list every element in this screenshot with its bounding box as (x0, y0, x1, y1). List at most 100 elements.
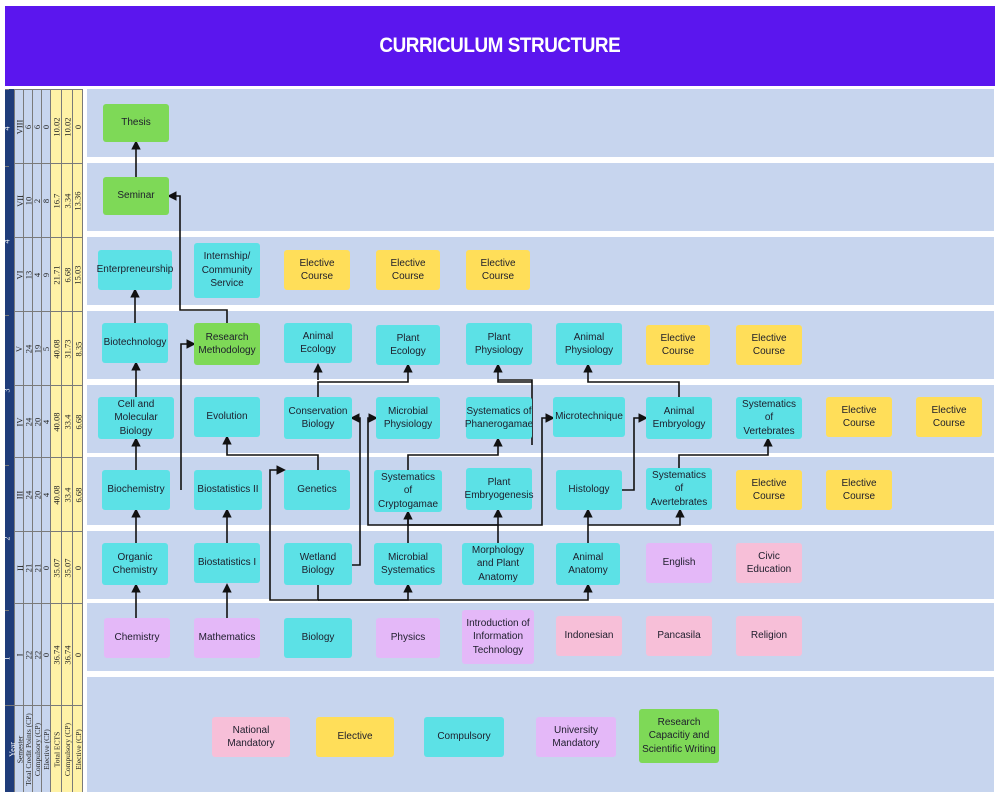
credit-header: Compulsory (CP) (62, 705, 73, 792)
credit-cell: 0 (73, 531, 83, 603)
course-biostatistics-1: Biostatistics I (194, 543, 260, 583)
course-elective-s5-1: Elective Course (646, 325, 710, 365)
course-organic-chemistry: Organic Chemistry (102, 543, 168, 585)
course-indonesian: Indonesian (556, 616, 622, 656)
course-elective-s3-1: Elective Course (736, 470, 802, 510)
legend-elective: Elective (316, 717, 394, 757)
credit-cell: 22 (33, 603, 43, 705)
course-systematics-avertebrates: Systematics of Avertebrates (646, 468, 712, 510)
prerequisite-arrow (180, 339, 196, 490)
credit-cell: 10 (24, 163, 34, 237)
page-title: CURRICULUM STRUCTURE (379, 34, 621, 57)
credit-cell: 24 (24, 457, 34, 531)
prerequisite-arrow (367, 413, 498, 526)
credit-cell: 8 (42, 163, 52, 237)
credit-cell: 40.08 (51, 385, 62, 457)
credit-cell: 6.68 (73, 385, 83, 457)
course-biostatistics-2: Biostatistics II (194, 470, 262, 510)
credit-cell: 20 (33, 385, 43, 457)
course-genetics: Genetics (284, 470, 350, 510)
course-animal-ecology: Animal Ecology (284, 323, 352, 363)
course-pancasila: Pancasila (646, 616, 712, 656)
credit-cell: 33.4 (62, 385, 73, 457)
credit-cell: 21 (24, 531, 34, 603)
year-cell: 1 (3, 610, 12, 705)
prerequisite-arrow (269, 465, 319, 601)
credit-cell: 0 (73, 89, 83, 163)
course-plant-ecology: Plant Ecology (376, 325, 440, 365)
credit-cell: I (15, 603, 25, 705)
semester-band (87, 89, 994, 157)
course-religion: Religion (736, 616, 802, 656)
credit-cell: 0 (42, 89, 52, 163)
prerequisite-arrow (588, 508, 685, 526)
prerequisite-arrow (583, 363, 680, 397)
course-elective-s6-2: Elective Course (376, 250, 440, 290)
prerequisite-arrow (493, 363, 533, 445)
credit-header: Total Credit Points (CP) (24, 705, 33, 792)
prerequisite-arrow (167, 191, 228, 323)
credit-cell: 16.7 (51, 163, 62, 237)
course-microtechnique: Microtechnique (553, 397, 625, 437)
credit-header: Elective (CP) (42, 705, 51, 792)
credit-cell: 3.34 (62, 163, 73, 237)
course-microbial-physiology: Microbial Physiology (376, 397, 440, 439)
course-intro-it: Introduction of Information Technology (462, 610, 534, 664)
credit-cell: 0 (42, 603, 52, 705)
legend-university-mandatory: University Mandatory (536, 717, 616, 757)
course-biochemistry: Biochemistry (102, 470, 170, 510)
course-civic-education: Civic Education (736, 543, 802, 583)
course-evolution: Evolution (194, 397, 260, 437)
credit-cell: 8.35 (73, 311, 83, 385)
course-elective-s4-2: Elective Course (916, 397, 982, 437)
course-plant-physiology: Plant Physiology (466, 323, 532, 365)
course-cell-molecular-biology: Cell and Molecular Biology (98, 397, 174, 439)
prerequisite-arrow (318, 583, 593, 601)
course-seminar: Seminar (103, 177, 169, 215)
course-english: English (646, 543, 712, 583)
credit-cell: II (14, 531, 24, 603)
course-research-methodology: Research Methodology (194, 323, 260, 365)
credit-cell: 22 (24, 603, 34, 705)
course-elective-s6-1: Elective Course (284, 250, 350, 290)
credit-cell: 13.36 (73, 163, 83, 237)
prerequisite-arrow (498, 413, 555, 526)
header-banner: CURRICULUM STRUCTURE (5, 6, 995, 86)
credit-cell: III (15, 457, 25, 531)
course-elective-s5-2: Elective Course (736, 325, 802, 365)
credit-cell: 36.74 (62, 603, 73, 705)
credit-cell: 24 (24, 311, 34, 385)
prerequisite-arrow (622, 413, 648, 491)
credit-cell: 6.68 (73, 457, 83, 531)
credit-cell: 35.07 (51, 531, 62, 603)
credit-cell: 40.08 (51, 311, 62, 385)
credit-cell: 4 (42, 457, 52, 531)
credit-cell: 36.74 (51, 603, 62, 705)
course-thesis: Thesis (103, 104, 169, 142)
credit-header: Compulsory (CP) (33, 705, 42, 792)
course-mathematics: Mathematics (194, 618, 260, 658)
year-cell: 4 (3, 89, 12, 166)
course-conservation-biology: Conservation Biology (284, 397, 352, 439)
year-cell: 2 (3, 465, 12, 610)
course-wetland-biology: Wetland Biology (284, 543, 352, 585)
prerequisite-arrow (222, 435, 319, 470)
legend-compulsory: Compulsory (424, 717, 504, 757)
course-systematics-vertebrates: Systematics of Vertebrates (736, 397, 802, 439)
credit-cell: 6 (24, 89, 34, 163)
credit-cell: 40.08 (51, 457, 62, 531)
legend-research: Research Capacitiy and Scientific Writin… (639, 709, 719, 763)
credit-cell: 4 (42, 385, 52, 457)
credit-cell: 33.4 (62, 457, 73, 531)
credit-cell: VI (14, 237, 24, 311)
semester-band (87, 163, 994, 231)
year-header: Year (5, 705, 20, 792)
course-physics: Physics (376, 618, 440, 658)
course-biotechnology: Biotechnology (102, 323, 168, 363)
credit-cell: VIII (15, 89, 25, 163)
